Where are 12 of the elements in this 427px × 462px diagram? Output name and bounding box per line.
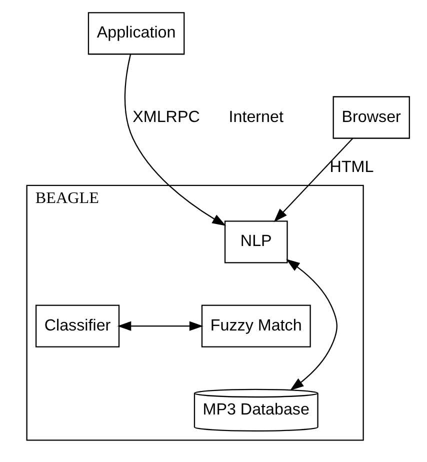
- label: Internet: [228, 108, 284, 126]
- arrow: [124, 54, 226, 226]
- edge-label: XMLRPC: [132, 108, 200, 126]
- node-box: Application: [88, 12, 185, 55]
- node-box: Classifier: [35, 304, 120, 348]
- arrow: [117, 321, 204, 331]
- node-box: Browser: [332, 96, 410, 139]
- arrow: [274, 138, 354, 222]
- node-box: NLP: [224, 220, 288, 264]
- arrow: [286, 259, 338, 391]
- node-box: Fuzzy Match: [201, 304, 311, 348]
- edge-label: HTML: [330, 158, 374, 176]
